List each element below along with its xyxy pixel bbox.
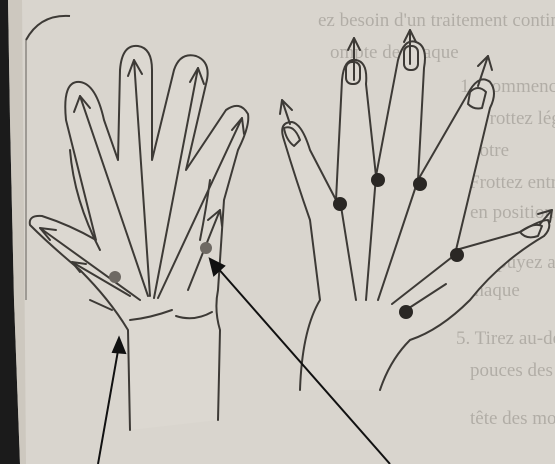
svg-text:pouces des deux: pouces des deux <box>470 360 555 381</box>
palm-dot-right <box>200 242 212 254</box>
knuckle-dot-ring <box>413 177 427 191</box>
knuckle-dot-middle <box>371 173 385 187</box>
svg-text:5. Tirez au-dessous à la paume: 5. Tirez au-dessous à la paume <box>456 328 555 349</box>
paper-page <box>8 0 555 464</box>
palm-dot-left <box>109 271 121 283</box>
knuckle-dot-index <box>333 197 347 211</box>
svg-text:ez besoin d'un traitement cont: ez besoin d'un traitement continu <box>318 10 555 31</box>
svg-text:tête des mouvements: tête des mouvements <box>470 408 555 429</box>
back-hand-dot <box>399 305 413 319</box>
knuckle-dot-little <box>450 248 464 262</box>
